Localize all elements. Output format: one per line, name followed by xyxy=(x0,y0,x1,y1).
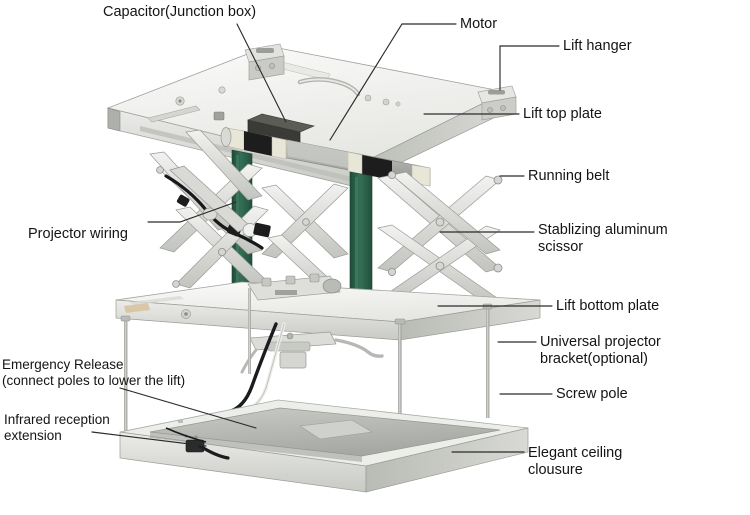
leader-infrared-extension xyxy=(91,431,207,447)
label-projector-wiring: Projector wiring xyxy=(28,226,128,242)
leader-capacitor xyxy=(236,23,287,123)
label-capacitor: Capacitor(Junction box) xyxy=(103,4,257,20)
lift-bottom-plate-group xyxy=(115,281,541,341)
screw-pole-front xyxy=(398,322,402,450)
drive-gearbox xyxy=(247,273,342,301)
green-post-right xyxy=(349,171,373,301)
scissor-pivot-pins xyxy=(156,166,503,288)
motor-roller-assembly xyxy=(220,127,431,187)
label-emergency-release: Emergency Release (connect poles to lowe… xyxy=(2,357,186,388)
label-ceiling-closure: Elegant ceiling clousure xyxy=(528,445,623,478)
lift-actuator-rod xyxy=(169,165,271,238)
label-screw-pole: Screw pole xyxy=(556,386,628,402)
screw-poles xyxy=(120,288,493,450)
leader-lift-hanger xyxy=(499,45,560,91)
screw-pole-rear xyxy=(248,288,251,374)
label-projector-bracket: Universal projector bracket(optional) xyxy=(540,334,661,367)
label-infrared-extension: Infrared reception extension xyxy=(4,412,110,443)
label-lift-hanger: Lift hanger xyxy=(563,38,632,54)
screw-pole-right xyxy=(486,306,490,418)
screw-pole-left xyxy=(124,318,128,436)
label-running-belt: Running belt xyxy=(528,168,610,184)
leader-lines xyxy=(91,23,560,453)
label-motor: Motor xyxy=(460,16,498,32)
leader-emergency-release xyxy=(119,387,257,429)
leader-projector-wiring xyxy=(147,201,237,223)
label-lift-bottom-plate: Lift bottom plate xyxy=(556,298,660,314)
leader-motor xyxy=(329,23,457,141)
lift-hanger-bracket-left xyxy=(244,43,285,81)
label-lift-top-plate: Lift top plate xyxy=(523,106,602,122)
label-scissor: Stablizing aluminum scissor xyxy=(538,222,668,255)
elegant-ceiling-closure xyxy=(119,399,529,493)
lift-hanger-bracket-right xyxy=(477,85,517,121)
